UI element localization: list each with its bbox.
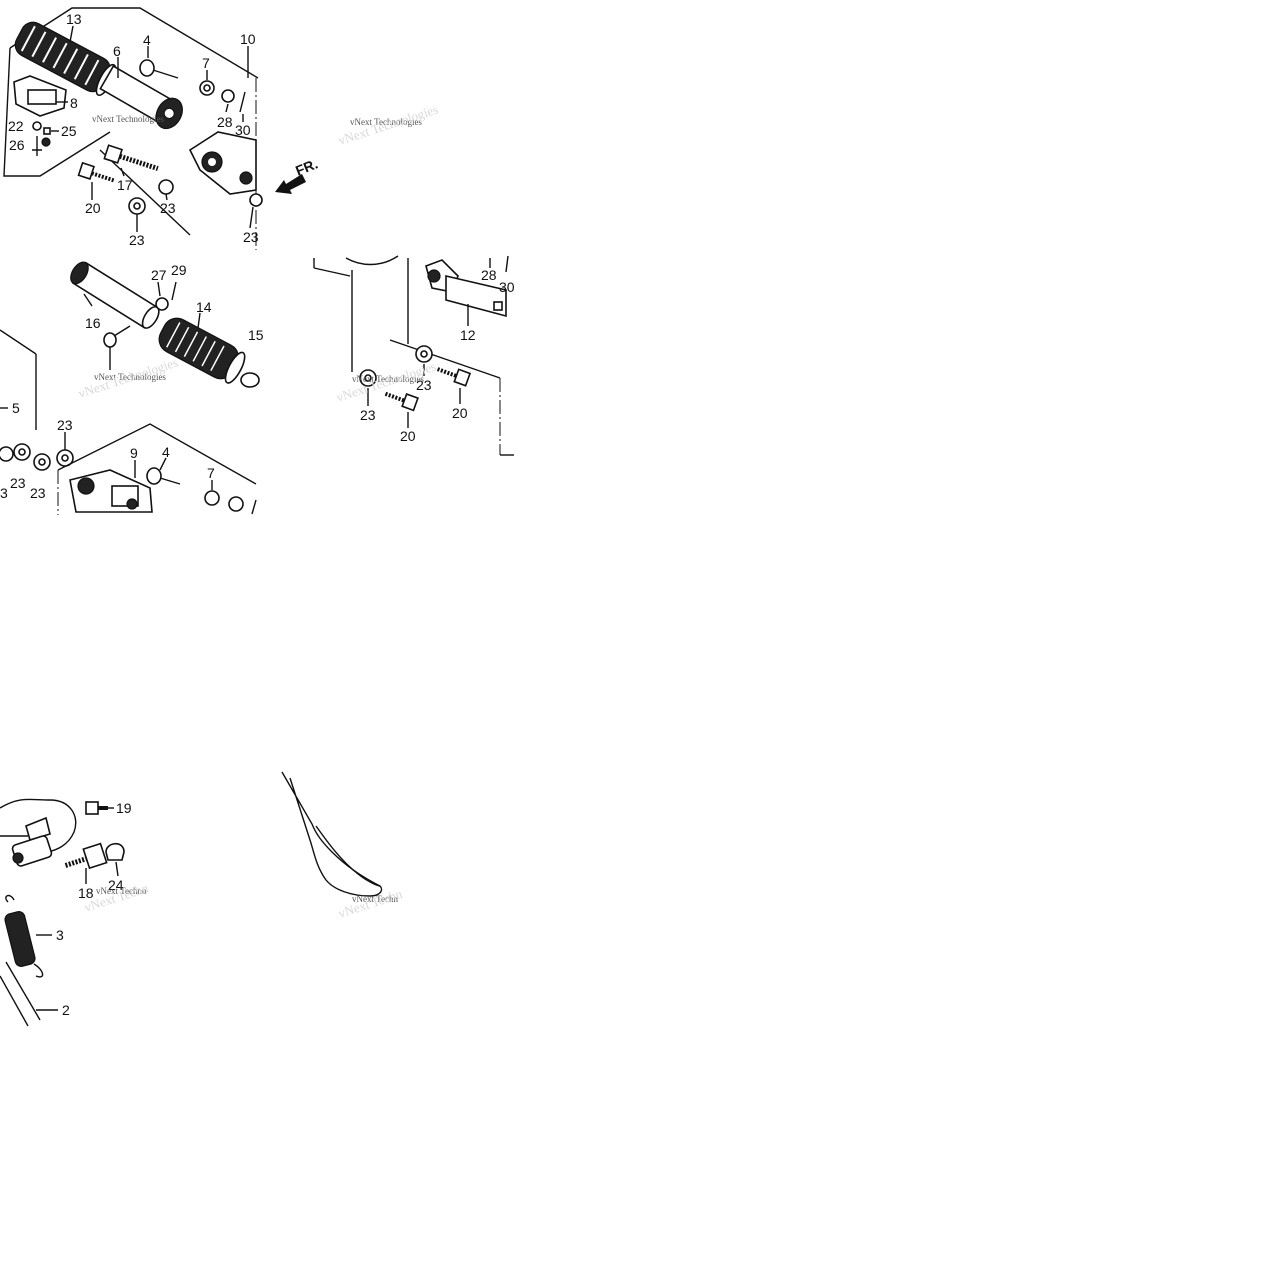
cotter-pin-29 (171, 281, 177, 301)
spring-7-lower (204, 490, 220, 506)
pin-4-lower (146, 467, 181, 485)
bolt-19 (85, 801, 108, 815)
callout-20: 20 (85, 200, 101, 216)
front-direction-arrow: FR. (275, 155, 320, 194)
rear-footpeg-panel: 27 29 16 14 15 5 23 23 23 3 9 4 7 vNext … (0, 261, 264, 515)
watermark: vNext Techn (352, 894, 398, 904)
watermark: vNext Technologies (94, 372, 166, 382)
callout-28: 28 (481, 267, 497, 283)
washer-28 (221, 89, 235, 103)
washer-15 (240, 372, 260, 388)
washer-23-c (249, 193, 263, 207)
stand-switch (11, 816, 53, 867)
callout-23: 23 (243, 229, 259, 245)
callout-26: 26 (9, 137, 25, 153)
cotter-pin-30-rear (505, 255, 509, 273)
callout-7: 7 (207, 465, 215, 481)
watermark: vNext Technologies (350, 117, 422, 127)
washer-25 (43, 127, 51, 135)
footpeg-arm-16 (70, 261, 160, 329)
callout-14: 14 (196, 299, 212, 315)
washer-23-d (0, 446, 14, 462)
watermark: vNext Techno (96, 886, 147, 896)
bolt-20-front (77, 161, 116, 183)
front-arrow-label: FR. (293, 155, 320, 178)
pivot-bolt-18 (64, 842, 108, 870)
footpeg-arm-12 (425, 259, 507, 318)
callout-23: 23 (30, 485, 46, 501)
callout-8: 8 (70, 95, 78, 111)
callout-28: 28 (217, 114, 233, 130)
callout-17: 17 (117, 177, 133, 193)
callout-6: 6 (113, 43, 121, 59)
side-stand-panel: 19 18 24 3 2 vNext Techno vNext Techn (0, 798, 151, 1027)
side-stand-2 (0, 961, 41, 1027)
callout-29: 29 (171, 262, 187, 278)
callout-15: 15 (248, 327, 264, 343)
callout-30: 30 (499, 279, 515, 295)
callout-23: 23 (129, 232, 145, 248)
watermark: vNext Technologies (352, 374, 424, 384)
callout-23: 23 (160, 200, 176, 216)
bolt-20-rear-b (384, 391, 419, 412)
nut-22 (32, 121, 42, 131)
callout-20: 20 (400, 428, 416, 444)
washer-23-a (158, 179, 174, 195)
callout-2: 2 (62, 1002, 70, 1018)
footpeg-bracket-10 (188, 131, 257, 195)
callout-20: 20 (452, 405, 468, 421)
callout-3: 3 (0, 485, 8, 501)
callout-9: 9 (130, 445, 138, 461)
callout-22: 22 (8, 118, 24, 134)
footpeg-rubber-14 (158, 317, 246, 384)
bolt-20-rear-a (436, 367, 472, 387)
stand-lever (281, 771, 383, 897)
callout-4: 4 (143, 32, 151, 48)
callout-4: 4 (162, 444, 170, 460)
callout-23: 23 (57, 417, 73, 433)
callout-18: 18 (78, 885, 94, 901)
callout-23: 23 (416, 377, 432, 393)
callout-10: 10 (240, 31, 256, 47)
pin-rear (103, 325, 131, 348)
watermark-faded: vNext Techn (336, 886, 404, 921)
stand-lever-panel: vNext Techn vNext Techn (281, 771, 405, 921)
washer-27 (155, 297, 169, 311)
callout-5: 5 (12, 400, 20, 416)
bolt-26 (32, 136, 42, 156)
callout-24: 24 (108, 877, 124, 893)
watermark: vNext Technologies (92, 114, 164, 124)
callout-23: 23 (360, 407, 376, 423)
stand-switch-cable (0, 798, 77, 853)
callout-12: 12 (460, 327, 476, 343)
return-spring-3 (4, 894, 44, 978)
callout-16: 16 (85, 315, 101, 331)
pin-4 (139, 59, 179, 79)
callout-30: 30 (235, 122, 251, 138)
footpeg-arm-6 (99, 65, 183, 130)
callout-27: 27 (151, 267, 167, 283)
callout-13: 13 (66, 11, 82, 27)
callout-19: 19 (116, 800, 132, 816)
cotter-pin-30 (239, 91, 246, 113)
cap-24 (105, 842, 125, 861)
front-footpeg-panel: FR. 13 6 4 7 10 8 28 30 22 25 26 17 20 2… (3, 7, 440, 250)
callout-25: 25 (61, 123, 77, 139)
callout-7: 7 (202, 55, 210, 71)
callout-23: 23 (10, 475, 26, 491)
rear-right-panel: 28 30 12 23 23 20 20 vNext Technologies … (313, 255, 515, 456)
bolt-17 (103, 144, 159, 171)
callout-3: 3 (56, 927, 64, 943)
spring-7 (199, 80, 215, 96)
